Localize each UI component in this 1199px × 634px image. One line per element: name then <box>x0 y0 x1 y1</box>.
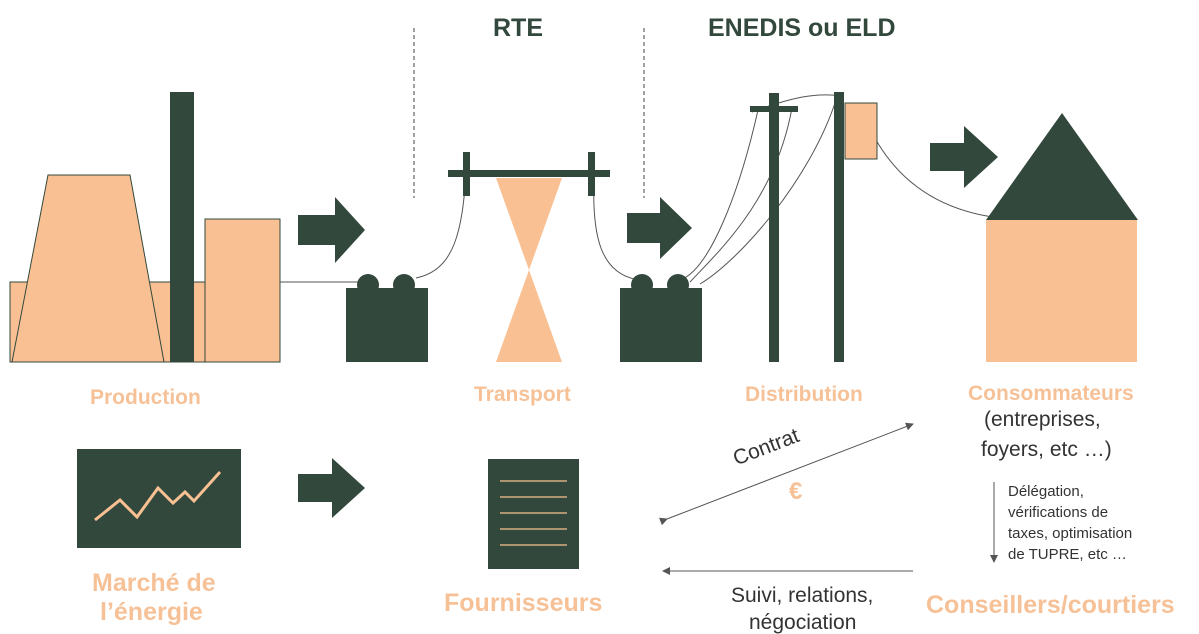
delegation-text: taxes, optimisation <box>1008 525 1133 542</box>
follow-up-label: négociation <box>749 611 857 634</box>
pylon-icon <box>448 152 610 362</box>
power-plant-icon <box>9 92 281 363</box>
flow-arrow-icon <box>298 126 998 518</box>
delegation-text: Délégation, <box>1008 483 1084 500</box>
delegation-text: de TUPRE, etc … <box>1008 546 1127 563</box>
consumers-label: Consommateurs <box>968 382 1134 405</box>
suppliers-label: Fournisseurs <box>444 589 603 617</box>
utility-pole-icon <box>750 92 878 362</box>
follow-up-label: Suivi, relations, <box>731 584 874 607</box>
transport-label: Transport <box>474 383 571 406</box>
advisors-label: Conseillers/courtiers <box>926 591 1175 619</box>
document-icon <box>488 459 579 569</box>
energy-market-label: Marché de <box>92 569 216 597</box>
energy-market-label: l’énergie <box>100 598 203 626</box>
delegation-text: vérifications de <box>1008 504 1109 521</box>
distribution-label: Distribution <box>745 383 863 406</box>
house-icon <box>986 113 1138 362</box>
transformer-icon <box>620 274 702 362</box>
production-label: Production <box>90 386 201 409</box>
relation-arrows <box>659 422 998 575</box>
consumers-detail: foyers, etc …) <box>981 438 1112 461</box>
currency-symbol: € <box>789 478 803 505</box>
chart-board-icon <box>77 449 241 548</box>
consumers-detail: (entreprises, <box>984 408 1101 431</box>
enedis-header: ENEDIS ou ELD <box>708 14 896 42</box>
rte-header: RTE <box>493 14 543 42</box>
power-lines <box>280 94 1001 285</box>
transformer-icon <box>346 274 428 362</box>
